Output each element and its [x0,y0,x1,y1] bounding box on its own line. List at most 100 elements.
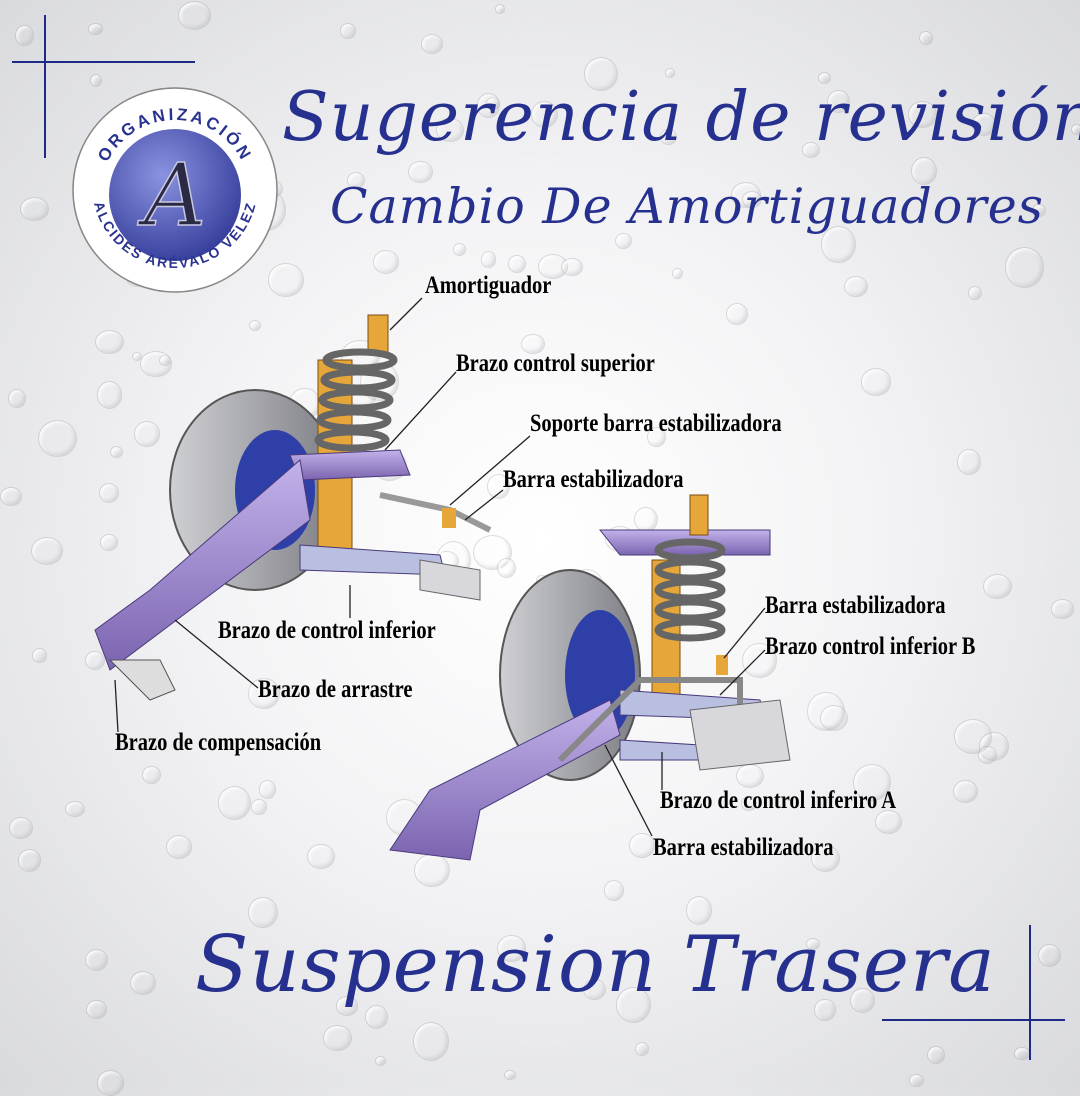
water-drop [1070,123,1080,136]
corner-line [882,1019,1065,1021]
water-drop [817,72,831,85]
water-drop [7,388,26,408]
water-drop [9,816,34,840]
water-drop [165,834,193,859]
water-drop [530,100,559,129]
water-drop [860,368,891,396]
water-drop [821,225,857,264]
water-drop [88,22,104,36]
label-amortiguador: Amortiguador [425,272,552,299]
water-drop [476,93,500,118]
title-line2: Cambio De Amortiguadores [330,178,1044,235]
water-drop [807,691,845,732]
corner-line [12,61,195,63]
water-drop [408,160,433,184]
water-drop [583,56,618,91]
water-drop [307,843,335,870]
label-brazo-compensacion: Brazo de compensación [115,729,322,756]
water-drop [84,949,109,972]
water-drop [843,275,868,298]
title-line1: Sugerencia de revisión [282,78,1080,157]
water-drop [96,380,123,409]
water-drop [374,1055,387,1067]
water-drop [248,896,278,929]
water-drop [1032,204,1046,218]
water-drop [497,934,526,962]
water-drop [177,0,212,30]
label-brazo-control-inferior: Brazo de control inferior [218,617,436,644]
water-drop [217,786,251,820]
water-drop [725,303,749,326]
water-drop [86,1000,107,1020]
water-drop [806,938,821,950]
water-drop [251,799,267,815]
label-brazo-control-superior: Brazo control superior [456,350,655,377]
water-drop [129,970,156,995]
water-drop [927,1045,946,1065]
water-drop [248,319,261,331]
water-drop [967,285,982,300]
water-drop [19,197,50,222]
water-drop [853,764,891,802]
water-drop [435,117,465,142]
water-drop [31,536,63,566]
water-drop [814,998,836,1022]
water-drop [635,1041,650,1057]
water-drop [741,642,777,679]
water-drop [1004,247,1044,288]
svg-text:A: A [137,146,206,246]
water-drop [364,1004,389,1029]
water-drop [521,333,546,355]
water-drop [486,474,510,499]
water-drop [561,257,583,276]
water-drop [685,895,713,925]
water-drop [142,765,161,784]
label-barra-estabilizadora: Barra estabilizadora [653,834,834,861]
water-drop [248,678,281,709]
water-drop [583,978,607,1000]
water-drop [740,796,758,812]
water-drop [910,157,937,185]
label-brazo-control-inferior-a: Brazo de control inferiro A [660,787,897,814]
water-drop [953,719,993,754]
water-drop [953,779,979,804]
water-drop [95,329,124,354]
water-drop [346,172,365,189]
label-brazo-arrastre: Brazo de arrastre [258,676,413,703]
water-drop [659,128,677,145]
water-drop [672,267,683,279]
water-drop [360,362,400,401]
footer-title: Suspension Trasera [195,920,996,1010]
water-drop [267,263,305,297]
water-drop [15,25,35,46]
water-drop [810,845,841,873]
water-drop [65,800,86,818]
water-drop [827,90,850,114]
water-drop [664,67,676,78]
water-drop [322,1024,352,1052]
water-drop [452,242,467,256]
water-drop [110,445,124,458]
water-drop [1037,944,1061,968]
water-drop [496,557,517,579]
water-drop [412,1021,450,1062]
water-drop [919,31,933,46]
water-drop [84,651,105,671]
water-drop [31,648,48,663]
water-drop [372,250,399,274]
water-drop [495,3,506,14]
water-drop [0,486,22,507]
water-drop [37,420,77,458]
water-drop [89,73,102,87]
water-drop [629,832,655,859]
water-drop [908,101,938,129]
water-drop [956,448,981,475]
water-drop [982,573,1012,599]
water-drop [615,986,652,1024]
water-drop [133,421,161,448]
water-drop [647,427,667,448]
water-drop [1050,599,1074,619]
water-drop [614,232,633,250]
corner-line [44,15,46,158]
water-drop [340,23,357,39]
